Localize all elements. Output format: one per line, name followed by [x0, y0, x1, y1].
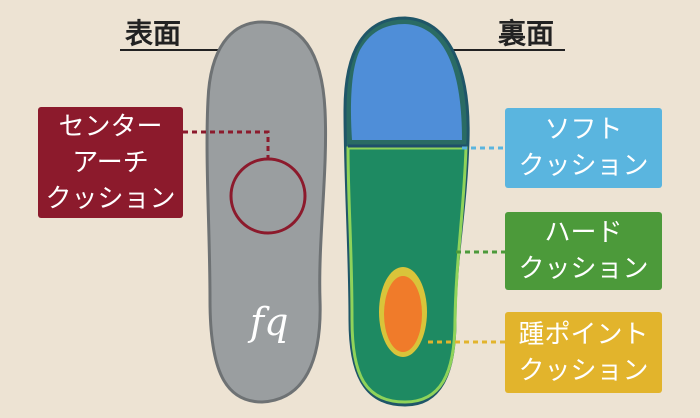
line: アーチ [72, 147, 149, 178]
line: クッション [45, 183, 176, 214]
front-insole [205, 20, 328, 404]
line: センター [58, 111, 163, 142]
line: クッション [518, 254, 649, 284]
heel-point-cushion-label: 踵ポイント クッション [505, 312, 662, 393]
logo: fq [247, 300, 288, 344]
soft-cushion-area [350, 24, 462, 140]
soft-cushion-label: ソフト クッション [505, 108, 662, 188]
line: ソフト [544, 115, 623, 145]
line: クッション [518, 355, 649, 386]
back-label: 裏面 [498, 17, 555, 50]
line: クッション [518, 151, 649, 181]
center-arch-cushion-label: センター アーチ クッション [38, 107, 183, 218]
front-label: 表面 [125, 17, 182, 50]
line: 踵ポイント [518, 319, 649, 350]
heel-point-cushion [384, 276, 422, 352]
line: ハード [544, 218, 623, 248]
hard-cushion-label: ハード クッション [505, 212, 662, 290]
